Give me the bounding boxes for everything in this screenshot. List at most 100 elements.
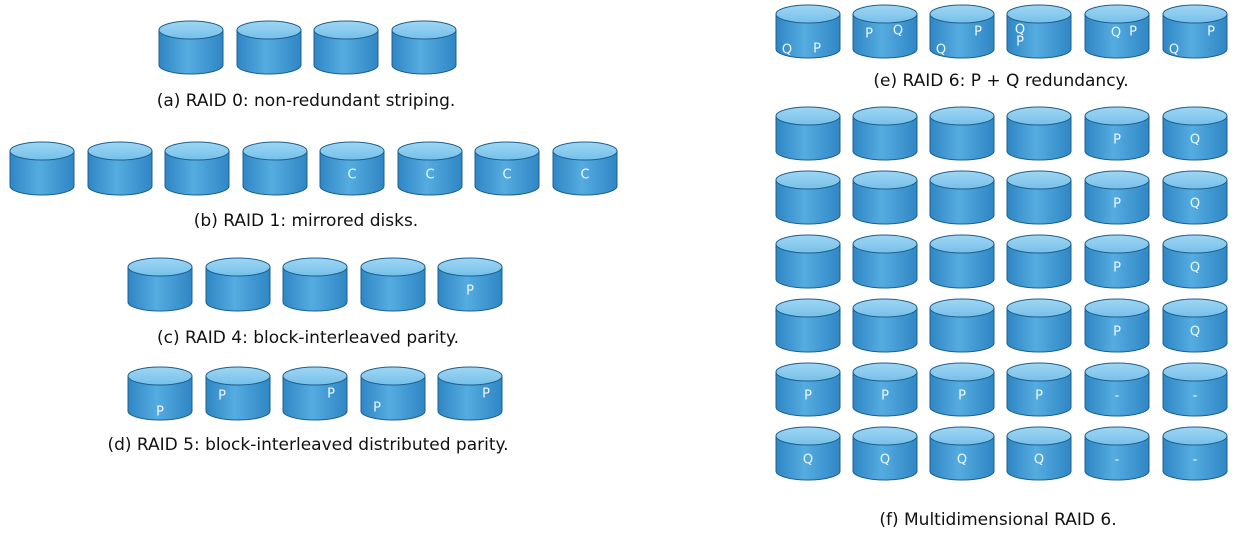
- disk-icon: [852, 170, 918, 225]
- disk-icon: P: [1084, 234, 1150, 289]
- raid6md-disk-r6c1: Q: [775, 426, 841, 481]
- disk-label-parity-q: Q: [782, 43, 792, 58]
- disk-label-copy-c: C: [347, 168, 356, 183]
- disk-icon: [929, 170, 995, 225]
- disk-icon: [282, 257, 348, 312]
- raid5-disk-3: P: [282, 366, 348, 421]
- raid6md-disk-r1c4: [1006, 106, 1072, 161]
- disk-icon: P: [775, 362, 841, 417]
- raid6md-disk-r4c1: [775, 298, 841, 353]
- disk-icon: [205, 257, 271, 312]
- disk-label-parity-q: Q: [1190, 325, 1200, 340]
- raid6md-disk-r3c3: [929, 234, 995, 289]
- raid4-disk-5: P: [437, 257, 503, 312]
- raid6md-disk-r3c1: [775, 234, 841, 289]
- disk-label-parity-p: P: [218, 389, 226, 404]
- raid6md-disk-r4c2: [852, 298, 918, 353]
- disk-label-parity-p: P: [1113, 261, 1121, 276]
- raid6md-disk-r5c4: P: [1006, 362, 1072, 417]
- raid6md-disk-r3c2: [852, 234, 918, 289]
- disk-icon: C: [552, 141, 618, 196]
- raid6md-disk-r1c1: [775, 106, 841, 161]
- disk-label-copy-c: C: [502, 168, 511, 183]
- disk-icon: Q: [1162, 298, 1228, 353]
- raid6md-disk-r4c5: P: [1084, 298, 1150, 353]
- disk-label-parity-p: P: [813, 42, 821, 57]
- raid6md-disk-r3c5: P: [1084, 234, 1150, 289]
- disk-icon: -: [1084, 362, 1150, 417]
- caption-raid5: (d) RAID 5: block-interleaved distribute…: [107, 435, 509, 455]
- raid6md-disk-r6c4: Q: [1006, 426, 1072, 481]
- disk-icon: [1006, 298, 1072, 353]
- disk-icon: [852, 234, 918, 289]
- disk-label-parity-q: Q: [1190, 197, 1200, 212]
- disk-icon: [929, 106, 995, 161]
- disk-label-parity-p: P: [1113, 325, 1121, 340]
- disk-label-empty: -: [1115, 389, 1120, 404]
- raid6md-disk-r6c3: Q: [929, 426, 995, 481]
- caption-raid6-multidimensional: (f) Multidimensional RAID 6.: [879, 510, 1117, 530]
- disk-label-parity-q: Q: [880, 453, 890, 468]
- raid6md-disk-r1c6: Q: [1162, 106, 1228, 161]
- raid6md-disk-r4c6: Q: [1162, 298, 1228, 353]
- disk-label-empty: -: [1193, 453, 1198, 468]
- disk-icon: [852, 106, 918, 161]
- raid1-disk-4: [242, 141, 308, 196]
- disk-icon: P: [1084, 106, 1150, 161]
- disk-label-copy-c: C: [580, 168, 589, 183]
- raid0-disk-3: [313, 20, 379, 75]
- disk-icon: [929, 234, 995, 289]
- disk-icon: P: [360, 366, 426, 421]
- disk-icon: [391, 20, 457, 75]
- disk-icon: P: [852, 362, 918, 417]
- disk-icon: P: [1084, 298, 1150, 353]
- raid6md-disk-r1c2: [852, 106, 918, 161]
- caption-raid4: (c) RAID 4: block-interleaved parity.: [156, 328, 460, 348]
- raid6md-disk-r5c6: -: [1162, 362, 1228, 417]
- disk-label-parity-q: Q: [1034, 453, 1044, 468]
- disk-label-parity-q: Q: [803, 453, 813, 468]
- disk-icon: P: [282, 366, 348, 421]
- disk-label-parity-p: P: [958, 389, 966, 404]
- raid5-disk-2: P: [205, 366, 271, 421]
- raid6md-disk-r3c4: [1006, 234, 1072, 289]
- disk-label-parity-p: P: [1113, 197, 1121, 212]
- disk-icon: [775, 298, 841, 353]
- raid5-disk-1: P: [127, 366, 193, 421]
- disk-label-parity-p: P: [865, 27, 873, 42]
- disk-icon: [1006, 106, 1072, 161]
- raid6md-disk-r2c3: [929, 170, 995, 225]
- disk-label-parity-q: Q: [1111, 26, 1121, 41]
- disk-label-parity-p: P: [974, 25, 982, 40]
- raid1-disk-6: C: [397, 141, 463, 196]
- disk-label-copy-c: C: [425, 168, 434, 183]
- disk-icon: P: [127, 366, 193, 421]
- disk-icon: [242, 141, 308, 196]
- raid6md-disk-r5c2: P: [852, 362, 918, 417]
- disk-icon: P: [437, 366, 503, 421]
- raid6md-disk-r2c2: [852, 170, 918, 225]
- disk-label-parity-q: Q: [957, 453, 967, 468]
- disk-icon: Q: [775, 426, 841, 481]
- raid4-disk-4: [360, 257, 426, 312]
- raid6md-disk-r2c1: [775, 170, 841, 225]
- raid6md-disk-r6c2: Q: [852, 426, 918, 481]
- disk-icon: [852, 298, 918, 353]
- raid4-disk-2: [205, 257, 271, 312]
- disk-label-parity-q: Q: [936, 43, 946, 58]
- raid6md-disk-r2c4: [1006, 170, 1072, 225]
- disk-label-parity-p: P: [482, 387, 490, 402]
- disk-icon: C: [319, 141, 385, 196]
- disk-icon: P: [205, 366, 271, 421]
- disk-icon: Q: [1162, 170, 1228, 225]
- disk-label-parity-p: P: [466, 284, 474, 299]
- disk-icon: Q: [929, 426, 995, 481]
- raid1-disk-8: C: [552, 141, 618, 196]
